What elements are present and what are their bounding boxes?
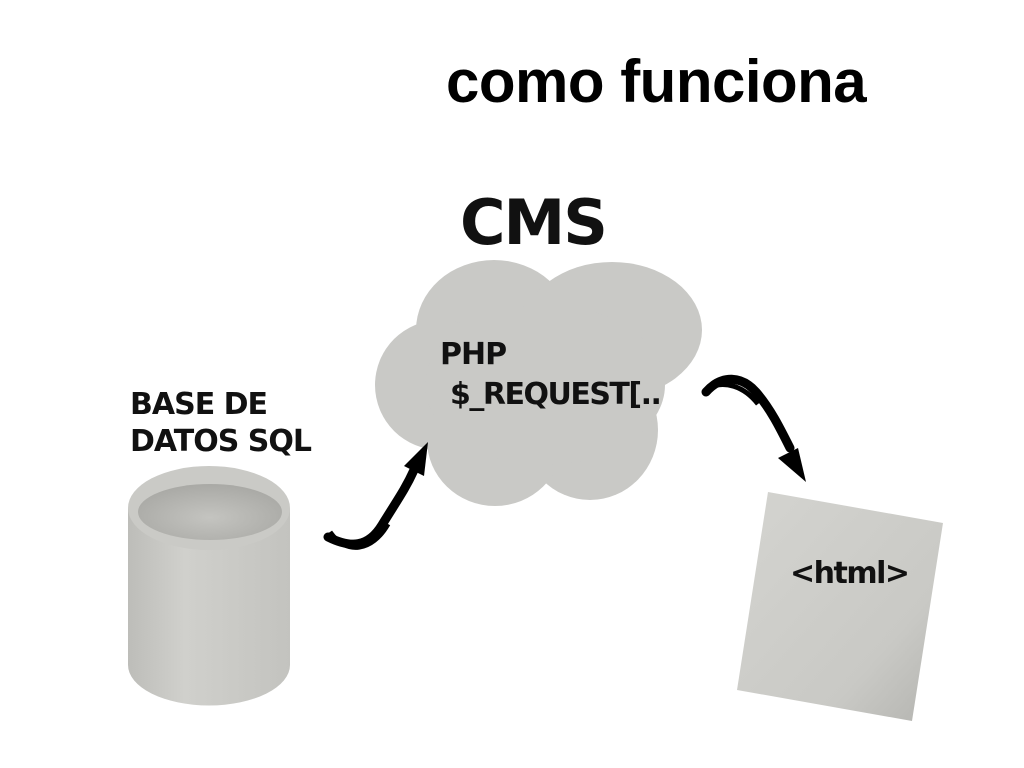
database-label-line1: BASE DE xyxy=(130,387,267,422)
slide-title: como funciona xyxy=(446,48,867,115)
html-document-label: <html> xyxy=(790,556,909,591)
cms-language-label: PHP xyxy=(440,337,506,372)
database-cylinder-icon xyxy=(128,466,290,706)
database-label-line2: DATOS SQL xyxy=(130,424,312,459)
arrow-db-to-cms-icon xyxy=(323,442,428,550)
arrow-cms-to-html-icon xyxy=(701,374,806,482)
cms-request-label: $_REQUEST[.. xyxy=(450,377,660,412)
cms-heading: CMS xyxy=(460,186,606,259)
cloud-shape xyxy=(375,260,702,506)
html-document-icon xyxy=(737,492,943,721)
